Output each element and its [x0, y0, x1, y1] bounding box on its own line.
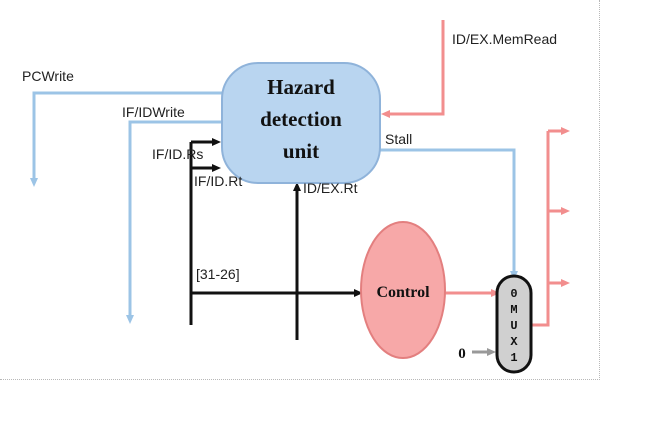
- ifidwrite-label: IF/IDWrite: [122, 104, 185, 120]
- pcwrite-wire: [30, 91, 222, 187]
- hazard-unit-label-1: Hazard: [267, 75, 335, 99]
- hazard-unit-label-2: detection: [260, 107, 342, 131]
- mux-output-bus: [530, 131, 550, 327]
- mux-letter-u: U: [510, 319, 517, 333]
- ifidwrite-wire: [126, 120, 222, 324]
- hazard-unit-label-3: unit: [283, 139, 319, 163]
- idex-rt-label: ID/EX.Rt: [303, 180, 358, 196]
- ifid-rt-label: IF/ID.Rt: [194, 173, 242, 189]
- mux-input-1-label: 1: [510, 351, 517, 365]
- black-wires: [189, 138, 363, 340]
- mux-letter-m: M: [510, 303, 517, 317]
- memread-wire: [381, 20, 445, 118]
- hazard-detection-unit: [221, 62, 381, 184]
- mux: [495, 274, 533, 374]
- opcode-bits-label: [31-26]: [196, 266, 240, 282]
- stall-label: Stall: [385, 131, 412, 147]
- pcwrite-label: PCWrite: [22, 68, 74, 84]
- red-wires: [381, 20, 570, 327]
- stall-wire: [380, 148, 518, 280]
- memread-label: ID/EX.MemRead: [452, 31, 557, 47]
- ifid-rs-label: IF/ID.Rs: [152, 146, 203, 162]
- mux-input-0-label: 0: [510, 287, 517, 301]
- control-unit: [360, 221, 446, 359]
- control-unit-label: Control: [376, 284, 430, 301]
- mux-letter-x: X: [510, 335, 518, 349]
- blue-wires: [30, 91, 518, 324]
- constant-zero-label: 0: [458, 346, 466, 362]
